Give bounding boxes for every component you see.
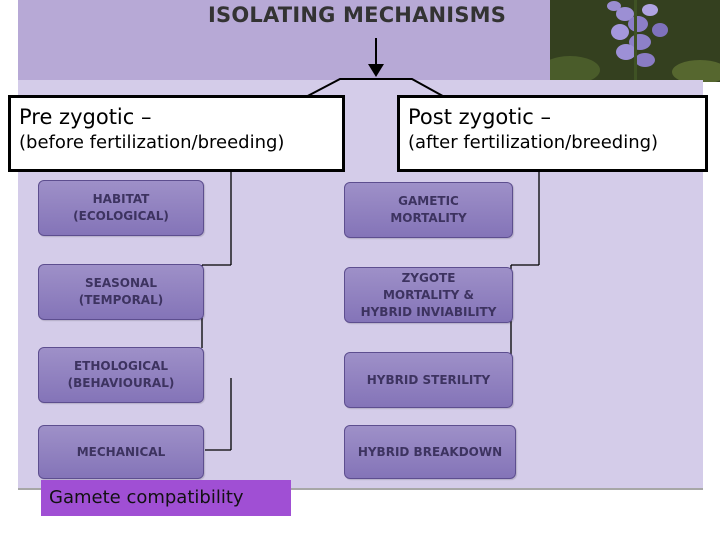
zygote-line-2: MORTALITY & — [382, 287, 474, 302]
pre-zygotic-heading: Pre zygotic – — [19, 105, 152, 129]
post-zygotic-subtitle: (after fertilization/breeding) — [408, 132, 659, 153]
mechanical-box: MECHANICAL — [38, 425, 204, 479]
bluebell-flower-image — [550, 0, 720, 82]
seasonal-line-2: (TEMPORAL) — [78, 293, 164, 307]
gametic-mortality-box: GAMETIC MORTALITY — [344, 182, 513, 238]
hybrid-sterility-label: HYBRID STERILITY — [366, 372, 491, 387]
zygote-line-1: ZYGOTE — [401, 270, 456, 285]
seasonal-box: SEASONAL (TEMPORAL) — [38, 264, 204, 320]
gametic-line-1: GAMETIC — [398, 194, 459, 208]
hybrid-breakdown-box: HYBRID BREAKDOWN — [344, 425, 516, 479]
habitat-line-2: (ECOLOGICAL) — [73, 209, 169, 223]
diagram-title: ISOLATING MECHANISMS — [208, 3, 507, 27]
flower-photo — [550, 0, 720, 82]
habitat-box: HABITAT (ECOLOGICAL) — [38, 180, 204, 236]
ethological-line-1: ETHOLOGICAL — [73, 359, 169, 373]
pre-zygotic-subtitle: (before fertilization/breeding) — [19, 132, 285, 153]
mechanical-line-1: MECHANICAL — [76, 444, 166, 459]
zygote-mortality-box: ZYGOTE MORTALITY & HYBRID INVIABILITY — [344, 267, 513, 323]
post-zygotic-label: Post zygotic – (after fertilization/bree… — [397, 95, 708, 172]
ethological-box: ETHOLOGICAL (BEHAVIOURAL) — [38, 347, 204, 403]
ethological-line-2: (BEHAVIOURAL) — [67, 376, 175, 390]
hybrid-breakdown-label: HYBRID BREAKDOWN — [357, 444, 503, 459]
hybrid-sterility-box: HYBRID STERILITY — [344, 352, 513, 408]
gametic-line-2: MORTALITY — [390, 211, 467, 225]
post-zygotic-heading: Post zygotic – — [408, 105, 552, 129]
habitat-line-1: HABITAT — [92, 192, 150, 206]
zygote-line-3: HYBRID INVIABILITY — [360, 304, 497, 319]
pre-zygotic-label: Pre zygotic – (before fertilization/bree… — [8, 95, 345, 172]
seasonal-line-1: SEASONAL — [85, 276, 157, 290]
gamete-compatibility-note: Gamete compatibility — [41, 480, 291, 516]
header-band — [18, 0, 550, 80]
